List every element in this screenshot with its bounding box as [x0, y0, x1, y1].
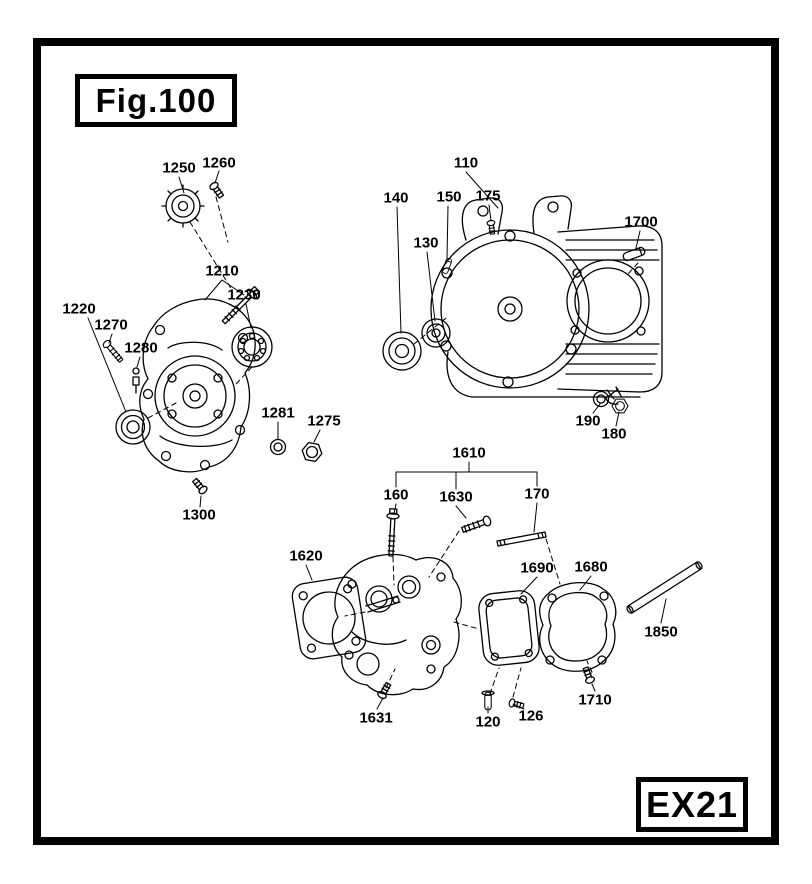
part-number-130: 130 [413, 234, 439, 252]
part-bearing-1230 [231, 326, 273, 368]
model-code-box: EX21 [636, 777, 748, 832]
part-breather-pipe-1850 [626, 561, 703, 614]
part-number-120: 120 [475, 713, 501, 731]
part-crankcase-110 [430, 195, 663, 405]
leader-lines [87, 170, 667, 714]
part-number-1210: 1210 [205, 262, 239, 280]
part-gear-1250 [161, 184, 205, 228]
part-number-126: 126 [518, 707, 544, 725]
part-stud-170 [496, 531, 547, 547]
part-number-1275: 1275 [307, 412, 341, 430]
part-number-180: 180 [601, 425, 627, 443]
part-cover-gasket-1690 [478, 590, 540, 666]
model-code: EX21 [645, 783, 739, 825]
part-number-1680: 1680 [574, 558, 608, 576]
part-crankcase-cover-1210 [139, 284, 262, 473]
part-number-1300: 1300 [182, 506, 216, 524]
figure-number-box: Fig.100 [75, 74, 237, 127]
part-number-1250: 1250 [162, 159, 196, 177]
diagram-border-frame [33, 38, 779, 845]
part-number-1630: 1630 [439, 488, 473, 506]
part-number-1280: 1280 [124, 339, 158, 357]
part-number-170: 170 [524, 485, 550, 503]
part-head-cover-1680 [538, 582, 617, 672]
part-number-1270: 1270 [94, 316, 128, 334]
part-head-gasket-1620 [291, 576, 367, 660]
part-oil-seal-1220 [115, 409, 151, 445]
part-number-140: 140 [383, 189, 409, 207]
part-number-1610: 1610 [452, 444, 486, 462]
part-number-1700: 1700 [624, 213, 658, 231]
part-number-1281: 1281 [261, 404, 295, 422]
part-number-1631: 1631 [359, 709, 393, 727]
part-clip-1280 [132, 367, 140, 394]
part-number-1690: 1690 [520, 559, 554, 577]
part-plug-180 [606, 386, 629, 414]
part-number-1620: 1620 [289, 547, 323, 565]
part-number-1850: 1850 [644, 623, 678, 641]
figure-number: Fig.100 [95, 81, 217, 119]
part-number-1710: 1710 [578, 691, 612, 709]
part-bearing-130 [421, 318, 451, 348]
part-number-1230: 1230 [227, 286, 261, 304]
part-number-1260: 1260 [202, 154, 236, 172]
part-number-1220: 1220 [62, 300, 96, 318]
part-pin-120 [481, 690, 495, 711]
part-number-110: 110 [453, 154, 479, 172]
part-number-175: 175 [475, 187, 501, 205]
part-number-150: 150 [436, 188, 462, 206]
part-number-190: 190 [575, 412, 601, 430]
part-oil-seal-140 [382, 331, 422, 371]
part-number-160: 160 [383, 486, 409, 504]
